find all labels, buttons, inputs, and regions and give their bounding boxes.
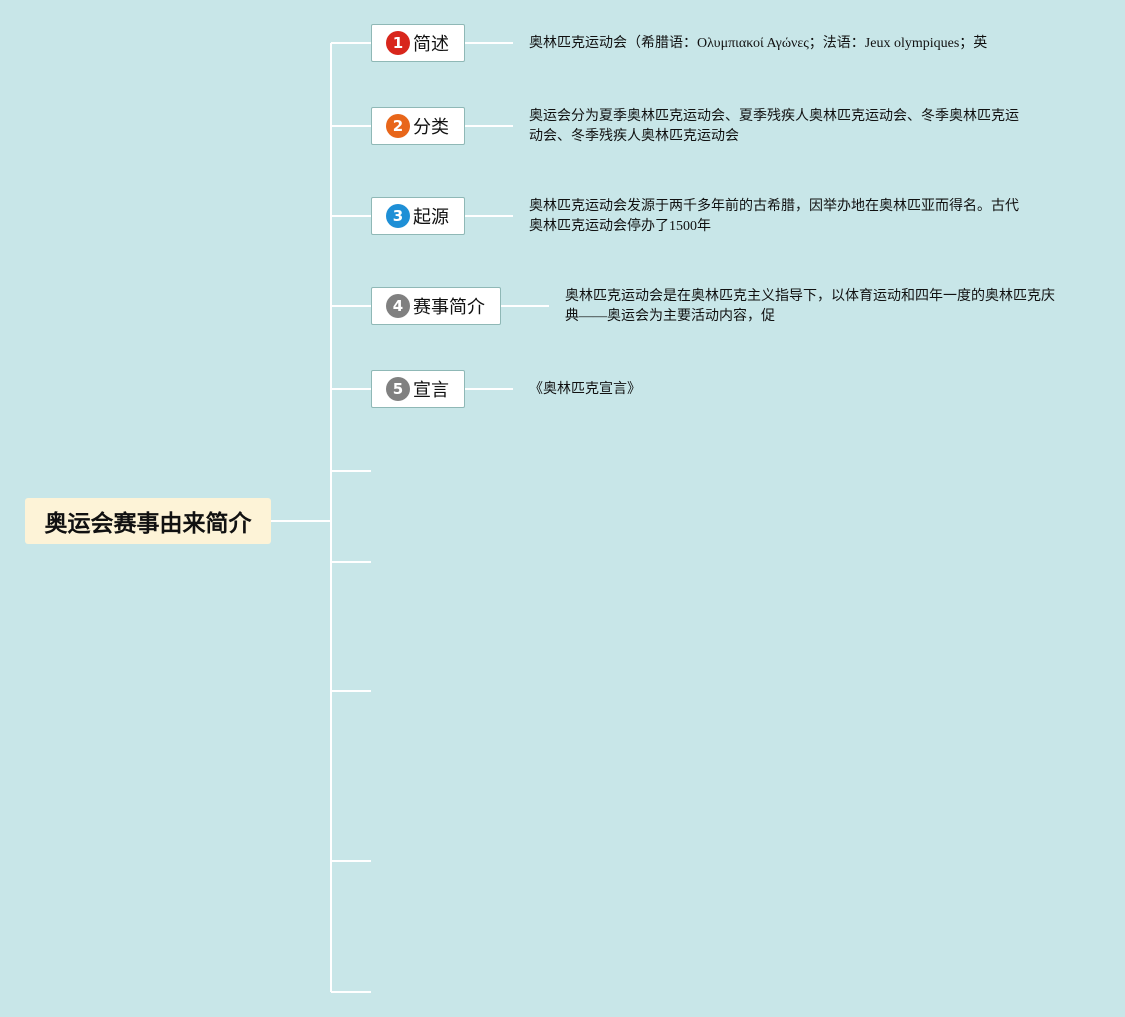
topic-node-origin[interactable]: 3 起源 bbox=[371, 197, 465, 235]
topic-label: 宣言 bbox=[413, 380, 449, 401]
topic-label: 分类 bbox=[413, 117, 449, 138]
topic-label: 赛事简介 bbox=[413, 297, 485, 318]
topic-node-declaration[interactable]: 5 宣言 bbox=[371, 370, 465, 408]
topic-description: 奥运会分为夏季奥林匹克运动会、夏季残疾人奥林匹克运动会、冬季奥林匹克运动会、冬季… bbox=[529, 109, 1019, 144]
topic-description: 奥林匹克运动会发源于两千多年前的古希腊，因举办地在奥林匹亚而得名。古代奥林匹克运… bbox=[529, 199, 1019, 234]
number-badge-icon: 4 bbox=[386, 294, 410, 318]
number-badge-icon: 2 bbox=[386, 114, 410, 138]
topic-node-event-intro[interactable]: 4 赛事简介 bbox=[371, 287, 501, 325]
topic-label: 简述 bbox=[413, 34, 449, 55]
root-label: 奥运会赛事由来简介 bbox=[44, 511, 252, 537]
topic-node-classification[interactable]: 2 分类 bbox=[371, 107, 465, 145]
root-node[interactable]: 奥运会赛事由来简介 bbox=[25, 498, 271, 544]
topic-description: 《奥林匹克宣言》 bbox=[529, 382, 641, 397]
number-badge-icon: 3 bbox=[386, 204, 410, 228]
number-badge-icon: 5 bbox=[386, 377, 410, 401]
number-badge-icon: 1 bbox=[386, 31, 410, 55]
topic-label: 起源 bbox=[413, 207, 449, 228]
topic-node-overview[interactable]: 1 简述 bbox=[371, 24, 465, 62]
topic-description: 奥林匹克运动会（希腊语：Ολυμπιακοί Αγώνες；法语：Jeux ol… bbox=[529, 36, 988, 51]
topic-description: 奥林匹克运动会是在奥林匹克主义指导下，以体育运动和四年一度的奥林匹克庆典——奥运… bbox=[565, 289, 1055, 324]
